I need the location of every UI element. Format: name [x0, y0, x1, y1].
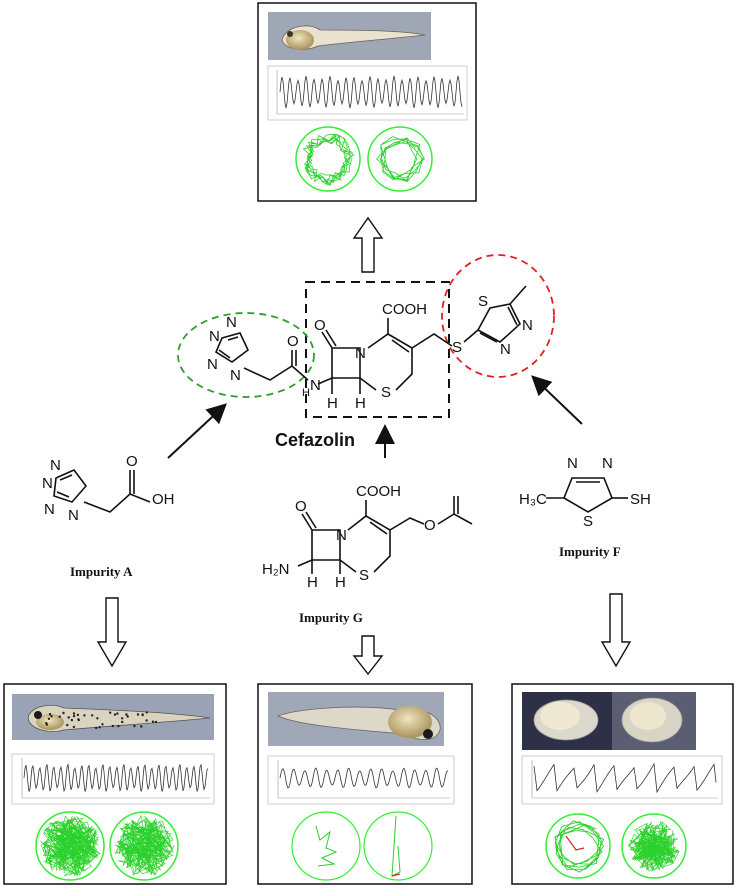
tracking-dishes	[545, 813, 687, 879]
tetrazole-n1: N	[226, 314, 237, 331]
atom-cooh: COOH	[356, 483, 401, 500]
atom-n1: N	[567, 455, 578, 472]
tetrazole-n4: N	[230, 367, 241, 384]
panel-top	[257, 2, 477, 202]
atom-sh: SH	[630, 491, 651, 508]
impurity-f-structure: N N S H₃C SH Impurity F	[519, 455, 651, 559]
h-right: H	[355, 395, 366, 412]
impurity-g-structure: O N H₂N H H S COOH O Impurity G	[262, 483, 473, 625]
movement-trace	[267, 755, 455, 805]
atom-n: N	[42, 475, 53, 492]
tetrazole-n3: N	[207, 356, 218, 373]
atom-o: O	[424, 517, 436, 534]
tracking-dishes	[291, 811, 433, 881]
atom-n: N	[336, 527, 347, 544]
hollow-arrow-up-icon	[352, 216, 384, 273]
lactam-nitrogen: N	[355, 345, 366, 362]
cefazolin-label: Cefazolin	[275, 430, 355, 450]
atom-oh: OH	[152, 491, 175, 508]
thiadiazole-sulfur: S	[478, 293, 488, 310]
atom-o: O	[295, 498, 307, 515]
tetrazole-highlight	[177, 312, 315, 398]
cefazolin-structure: N N N N O N H O N H H S COOH S	[177, 254, 555, 450]
h-right: H	[335, 574, 346, 591]
amide-oxygen: O	[287, 333, 299, 350]
carboxyl-group: COOH	[382, 301, 427, 318]
movement-trace	[267, 65, 468, 121]
atom-n2: N	[602, 455, 613, 472]
hollow-arrow-down-icon	[600, 593, 632, 668]
lactam-oxygen: O	[314, 317, 326, 334]
ring-sulfur: S	[381, 384, 391, 401]
larva-photo	[12, 694, 214, 740]
atom-n: N	[44, 501, 55, 518]
atom-h2n: H₂N	[262, 561, 290, 578]
larva-photo	[268, 692, 444, 746]
arrow-icon	[167, 403, 227, 459]
arrow-icon	[531, 375, 583, 425]
thiadiazole-n1: N	[522, 317, 533, 334]
atom-o: O	[126, 453, 138, 470]
atom-n: N	[68, 507, 79, 524]
amide-nh: N	[310, 377, 321, 394]
impurity-a-label: Impurity A	[70, 564, 133, 579]
panel-bottom-left	[3, 683, 227, 885]
atom-s: S	[583, 513, 593, 530]
tracking-dishes	[30, 810, 196, 882]
impurity-f-label: Impurity F	[559, 544, 621, 559]
core-highlight-box	[305, 281, 450, 418]
amide-h: H	[302, 387, 310, 399]
h-left: H	[327, 395, 338, 412]
hollow-arrow-down-icon	[96, 597, 128, 668]
atom-h3c: H₃C	[519, 491, 547, 508]
atom-s: S	[359, 567, 369, 584]
thiadiazole-n2: N	[500, 341, 511, 358]
movement-trace	[521, 755, 723, 805]
larva-photo	[268, 12, 431, 60]
thiadiazole-highlight	[441, 254, 555, 378]
panel-bottom-middle	[257, 683, 473, 885]
movement-trace	[11, 753, 215, 805]
hollow-arrow-down-icon	[352, 635, 384, 676]
impurity-g-label: Impurity G	[299, 610, 363, 625]
larva-photo	[522, 692, 696, 750]
h-left: H	[307, 574, 318, 591]
tracking-dishes	[294, 124, 434, 194]
panel-bottom-right	[511, 683, 734, 885]
tetrazole-n2: N	[209, 328, 220, 345]
thioether-sulfur: S	[452, 339, 462, 356]
impurity-a-structure: N N N N O OH Impurity A	[42, 453, 175, 579]
atom-n: N	[50, 457, 61, 474]
